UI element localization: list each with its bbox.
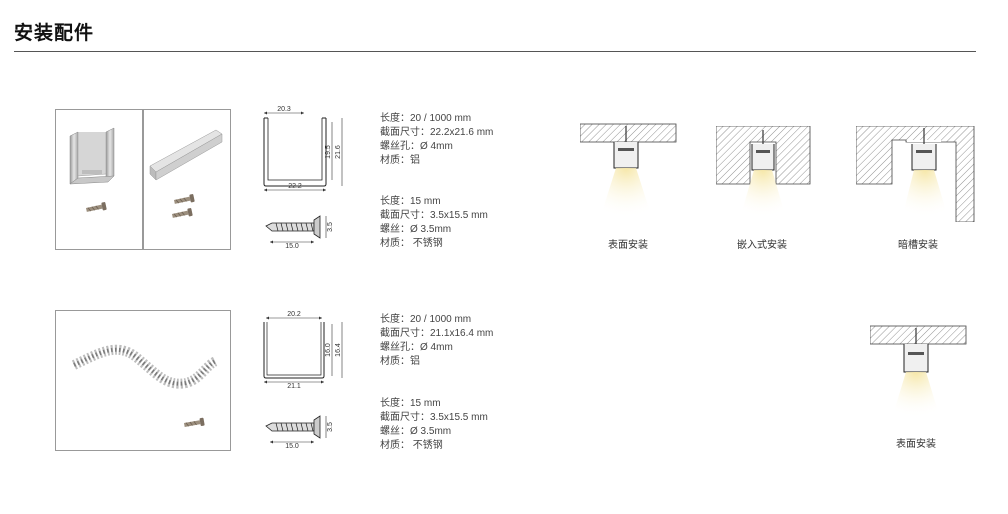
flex-dim-top: 20.2 [287, 311, 301, 318]
flex-screw-spec-diameter: 螺丝：Ø 3.5mm [380, 426, 452, 437]
dim-bottom: 22.2 [288, 183, 302, 190]
title-divider [14, 51, 976, 52]
flex-surface-install-diagram [870, 324, 970, 420]
dim-top: 20.3 [277, 106, 291, 113]
flex-spec-hole: 螺丝孔：Ø 4mm [380, 342, 453, 353]
screw-spec-length: 长度：15 mm [380, 196, 441, 207]
groove-install-diagram [856, 126, 976, 222]
spec-material: 材质：铝 [380, 155, 420, 166]
flex-spec-section: 截面尺寸：21.1x16.4 mm [380, 328, 494, 339]
flex-dim-height-outer: 16.4 [335, 343, 342, 357]
page-title: 安装配件 [14, 23, 95, 44]
screw-specs: 长度：15 mm 截面尺寸：3.5x15.5 mm 螺丝：Ø 3.5mm 材质：… [380, 195, 488, 251]
profile-specs: 长度：20 / 1000 mm 截面尺寸：22.2x21.6 mm 螺丝孔：Ø … [380, 112, 493, 168]
flex-screw-spec-length: 长度：15 mm [380, 398, 441, 409]
screw-dim-head: 3.5 [327, 222, 334, 232]
flex-spec-material: 材质：铝 [380, 356, 420, 367]
flex-screw-dim-length: 15.0 [285, 443, 299, 450]
screw-dim-length: 15.0 [285, 243, 299, 250]
profile-photo-angled [143, 109, 231, 250]
install-label-recessed: 嵌入式安装 [737, 240, 787, 251]
surface-install-diagram [580, 122, 680, 218]
flex-screw-specs: 长度：15 mm 截面尺寸：3.5x15.5 mm 螺丝：Ø 3.5mm 材质：… [380, 397, 488, 453]
dim-height-inner: 19.5 [325, 145, 332, 159]
flex-dim-bottom: 21.1 [287, 383, 301, 390]
recessed-install-diagram [716, 126, 816, 222]
screw-spec-material: 材质： 不锈钢 [380, 238, 443, 249]
spec-length: 长度：20 / 1000 mm [380, 113, 472, 124]
install-label-groove: 暗槽安装 [898, 240, 938, 251]
screw-spec-section: 截面尺寸：3.5x15.5 mm [380, 210, 488, 221]
flex-profile-specs: 长度：20 / 1000 mm 截面尺寸：21.1x16.4 mm 螺丝孔：Ø … [380, 313, 493, 369]
dim-height-outer: 21.6 [335, 145, 342, 159]
flex-install-label-surface: 表面安装 [896, 439, 936, 450]
flexible-profile-photo [55, 310, 231, 451]
flex-screw-spec-section: 截面尺寸：3.5x15.5 mm [380, 412, 488, 423]
profile-cross-section-drawing: 20.3 22.2 19.5 21.6 [252, 104, 362, 194]
flex-screw-drawing: 15.0 3.5 [262, 410, 342, 452]
screw-spec-diameter: 螺丝：Ø 3.5mm [380, 224, 452, 235]
flex-dim-height-inner: 16.0 [325, 343, 332, 357]
flex-screw-spec-material: 材质： 不锈钢 [380, 440, 443, 451]
spec-hole: 螺丝孔：Ø 4mm [380, 141, 453, 152]
flex-profile-cross-section-drawing: 20.2 21.1 16.0 16.4 [252, 304, 362, 394]
flex-screw-dim-head: 3.5 [327, 422, 334, 432]
screw-drawing: 15.0 3.5 [262, 210, 342, 252]
spec-section: 截面尺寸：22.2x21.6 mm [380, 127, 494, 138]
flex-spec-length: 长度：20 / 1000 mm [380, 314, 472, 325]
profile-photo [55, 109, 143, 250]
install-label-surface: 表面安装 [608, 240, 648, 251]
